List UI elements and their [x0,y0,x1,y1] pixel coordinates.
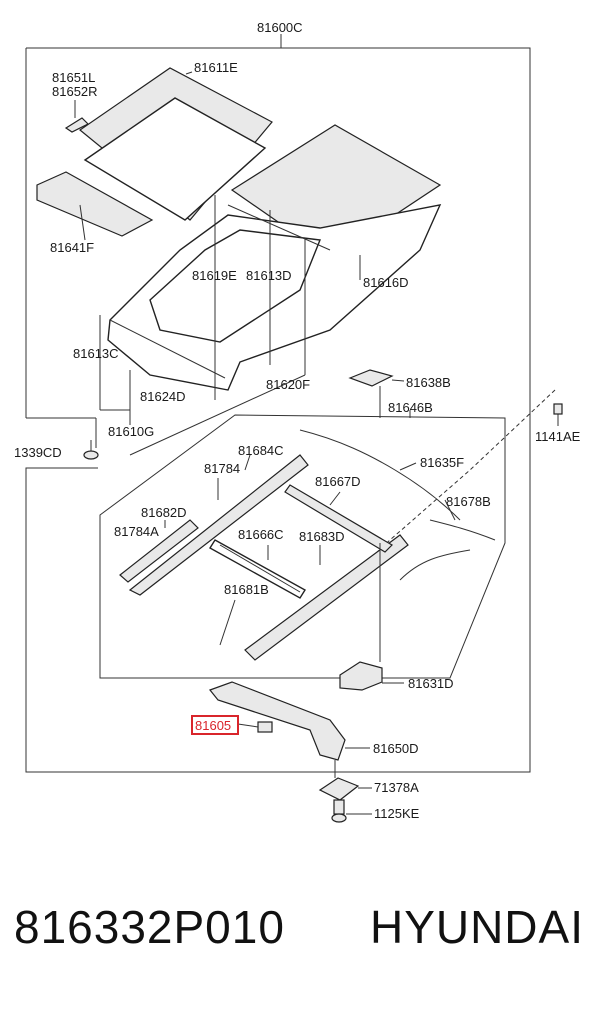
front-bracket-81650d [209,681,346,761]
sunshade-frame [209,539,306,599]
label-81616d: 81616D [363,275,409,290]
highlight-box-81605 [191,715,239,735]
roof-frame [107,204,442,391]
label-81684c: 81684C [238,443,284,458]
bracket-71378a [318,777,360,801]
label-81613c: 81613C [73,346,119,361]
bolt-1339cd [83,440,99,460]
part-number: 816332P010 [14,901,285,953]
label-81784: 81784 [204,461,240,476]
label-1125ke: 1125KE [374,806,420,821]
roof-glass-panel [79,67,273,221]
label-81610g: 81610G [108,424,154,439]
label-81678b: 81678B [446,494,491,509]
label-1339cd: 1339CD [14,445,62,460]
cable-81635f [299,429,461,521]
brand-name: HYUNDAI [369,901,584,953]
bolt-1125ke [331,799,347,823]
label-81784a: 81784A [114,524,159,539]
label-81652r: 81652R [52,84,98,99]
label-81682d: 81682D [141,505,187,520]
parts-diagram: 81600C 81651L 81652R 81611E 81641F 81619… [14,20,581,823]
label-1141ae: 1141AE [535,429,581,444]
bolt-1141ae [553,403,563,415]
bracket-81638b [348,369,394,387]
right-rail [244,534,409,661]
deflector [36,171,154,237]
label-81613d: 81613D [246,268,292,283]
label-81635f: 81635F [420,455,464,470]
motor-81631d [339,661,383,691]
part-81605 [237,721,273,733]
assembly-frame [25,47,531,773]
front-guide [284,484,393,553]
label-81605: 81605 [195,718,231,733]
label-81641f: 81641F [50,240,94,255]
label-81646b: 81646B [388,400,433,415]
label-81611e: 81611E [194,60,238,75]
bracket-81651l [64,117,90,133]
label-81638b: 81638B [406,375,451,390]
label-81619e: 81619E [192,268,237,283]
mechanism-frame [99,414,506,679]
label-81650d: 81650D [373,741,419,756]
label-71378a: 71378A [374,780,419,795]
label-81681b: 81681B [224,582,269,597]
label-81624d: 81624D [140,389,186,404]
footer: 816332P010 HYUNDAI [0,900,600,970]
label-81600c: 81600C [257,20,303,35]
label-81667d: 81667D [315,474,361,489]
label-81620f: 81620F [266,377,310,392]
label-81683d: 81683D [299,529,345,544]
label-81666c: 81666C [238,527,284,542]
left-rail [119,454,309,596]
label-81651l: 81651L [52,70,95,85]
label-81631d: 81631D [408,676,454,691]
